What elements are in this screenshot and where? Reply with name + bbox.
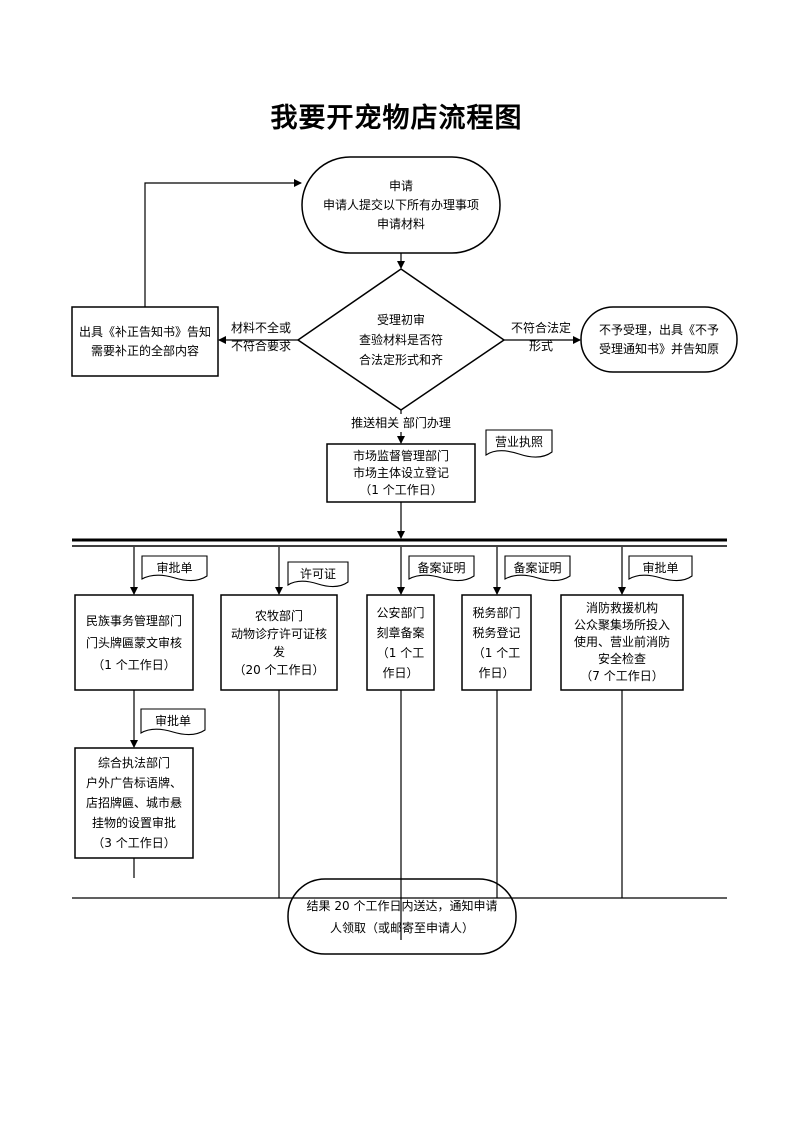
dept-doc-label-4: 备案证明 bbox=[513, 561, 562, 575]
rejection-terminal-shape bbox=[580, 306, 738, 373]
market-box: 市场监督管理部门 市场主体设立登记 （1 个工作日） bbox=[327, 444, 475, 502]
dept-line: （7 个工作日） bbox=[580, 669, 664, 683]
correction-line: 需要补正的全部内容 bbox=[90, 343, 199, 358]
dept-line: 安全检查 bbox=[597, 652, 646, 666]
right-branch-label-line: 形式 bbox=[528, 339, 553, 353]
end-line: 结果 20 个工作日内送达，通知申请 bbox=[306, 898, 498, 913]
dept-line: （20 个工作日） bbox=[233, 662, 325, 677]
rejection-line: 受理通知书》并告知原 bbox=[598, 341, 719, 356]
dept-doc-label-5: 审批单 bbox=[642, 561, 679, 575]
end-terminal-shape bbox=[287, 878, 517, 955]
decision-line: 合法定形式和齐 bbox=[358, 353, 443, 367]
dept-line: 作日） bbox=[478, 665, 515, 680]
dept-line: 公众聚集场所投入 bbox=[573, 618, 670, 632]
end-terminal: 结果 20 个工作日内送达，通知申请 人领取（或邮寄至申请人） bbox=[288, 879, 516, 954]
start-terminal: 申请 申请人提交以下所有办理事项 申请材料 bbox=[302, 157, 500, 253]
dept-line: 民族事务管理部门 bbox=[85, 613, 182, 628]
decision-node: 受理初审 查验材料是否符 合法定形式和齐 bbox=[330, 300, 472, 380]
dept-doc-label-2: 许可证 bbox=[299, 567, 336, 581]
left-branch-label-line: 不符合要求 bbox=[230, 339, 291, 353]
doc-shape-sub bbox=[140, 708, 206, 736]
push-label: 推送相关 部门办理 bbox=[345, 414, 457, 432]
sub-dept-line: 挂物的设置审批 bbox=[91, 816, 176, 830]
right-branch-label-line: 不符合法定 bbox=[510, 321, 571, 335]
end-line: 人领取（或邮寄至申请人） bbox=[329, 920, 474, 935]
decision-line: 受理初审 bbox=[376, 313, 425, 327]
doc-shape-4 bbox=[504, 555, 571, 582]
doc-shape-1 bbox=[141, 555, 208, 582]
sub-dept-line: 店招牌匾、城市悬 bbox=[85, 796, 182, 810]
dept-line: 农牧部门 bbox=[254, 608, 303, 623]
dept-line: 使用、营业前消防 bbox=[573, 635, 670, 649]
dept-line: 消防救援机构 bbox=[585, 601, 658, 615]
dept-line: 公安部门 bbox=[376, 605, 425, 620]
dept-line: （1 个工 bbox=[376, 645, 425, 660]
sub-dept-line: 户外广告标语牌、 bbox=[85, 776, 182, 790]
doc-shape-5 bbox=[628, 555, 693, 582]
market-doc-label: 营业执照 bbox=[494, 435, 543, 449]
dept-box-agriculture: 农牧部门 动物诊疗许可证核 发 （20 个工作日） bbox=[221, 595, 337, 690]
page-title: 我要开宠物店流程图 bbox=[270, 103, 523, 134]
dept-box-fire-rescue: 消防救援机构 公众聚集场所投入 使用、营业前消防 安全检查 （7 个工作日） bbox=[561, 595, 683, 690]
sub-dept-line: 综合执法部门 bbox=[97, 756, 170, 770]
rejection-line: 不予受理，出具《不予 bbox=[598, 322, 719, 337]
dept-line: 动物诊疗许可证核 bbox=[230, 626, 327, 641]
left-branch-label-line: 材料不全或 bbox=[230, 321, 291, 335]
dept-box-ethnic-affairs: 民族事务管理部门 门头牌匾蒙文审核 （1 个工作日） bbox=[75, 595, 193, 690]
market-line: （1 个工作日） bbox=[359, 482, 443, 497]
dept-doc-label-3: 备案证明 bbox=[417, 561, 466, 575]
left-branch-label: 材料不全或 不符合要求 bbox=[226, 319, 296, 355]
market-line: 市场主体设立登记 bbox=[352, 465, 449, 480]
dept-line: 门头牌匾蒙文审核 bbox=[85, 635, 182, 650]
dept-line: 作日） bbox=[382, 665, 419, 680]
correction-line: 出具《补正告知书》告知 bbox=[78, 324, 211, 339]
doc-shape-market bbox=[485, 429, 553, 458]
sub-dept-line: （3 个工作日） bbox=[92, 836, 176, 850]
start-line: 申请人提交以下所有办理事项 bbox=[322, 197, 479, 212]
sub-dept-doc-label: 审批单 bbox=[154, 714, 191, 728]
doc-shape-3 bbox=[408, 555, 475, 582]
decision-line: 查验材料是否符 bbox=[358, 333, 443, 347]
start-line: 申请材料 bbox=[376, 216, 425, 231]
doc-shape-2 bbox=[287, 561, 349, 588]
dept-line: 税务部门 bbox=[472, 605, 521, 620]
sub-dept-box-comprehensive-enforcement: 综合执法部门 户外广告标语牌、 店招牌匾、城市悬 挂物的设置审批 （3 个工作日… bbox=[75, 748, 193, 858]
dept-line: 税务登记 bbox=[472, 625, 521, 640]
correction-box: 出具《补正告知书》告知 需要补正的全部内容 bbox=[72, 307, 218, 376]
dept-line: （1 个工作日） bbox=[92, 657, 176, 672]
dept-line: 刻章备案 bbox=[376, 625, 425, 640]
dept-box-tax: 税务部门 税务登记 （1 个工 作日） bbox=[462, 595, 531, 690]
dept-box-public-security: 公安部门 刻章备案 （1 个工 作日） bbox=[367, 595, 434, 690]
market-line: 市场监督管理部门 bbox=[352, 448, 449, 463]
start-line: 申请 bbox=[388, 178, 413, 193]
rejection-terminal: 不予受理，出具《不予 受理通知书》并告知原 bbox=[581, 307, 737, 372]
dept-line: 发 bbox=[272, 644, 285, 659]
dept-doc-label-1: 审批单 bbox=[156, 561, 193, 575]
dept-line: （1 个工 bbox=[472, 645, 521, 660]
right-branch-label: 不符合法定 形式 bbox=[506, 319, 576, 355]
